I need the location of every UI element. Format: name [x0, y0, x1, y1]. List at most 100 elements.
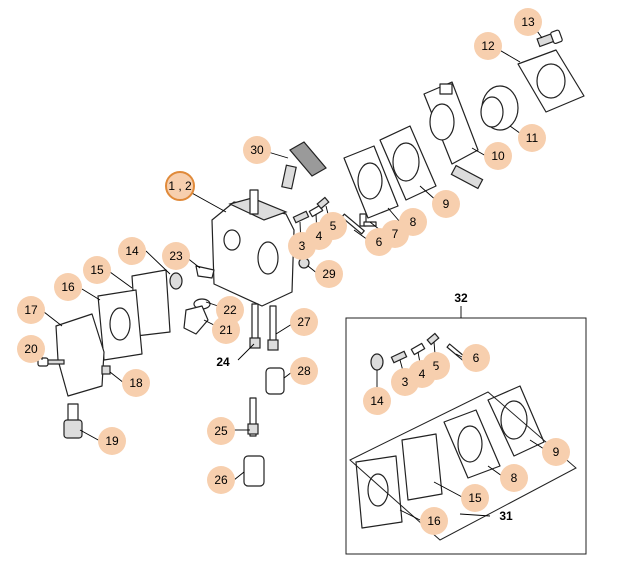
svg-text:27: 27 [297, 315, 311, 329]
kit-part-8-gasket [443, 409, 501, 479]
svg-text:3: 3 [299, 239, 306, 253]
svg-text:1 , 2: 1 , 2 [168, 179, 192, 193]
kit-callout-6: 6 [462, 344, 490, 372]
kit-part-16-gasket [355, 455, 403, 529]
part-13-screw [536, 29, 563, 48]
callout-10: 10 [484, 142, 512, 170]
svg-text:15: 15 [90, 263, 104, 277]
callout-16: 16 [54, 273, 82, 301]
part-19-fitting [63, 403, 83, 439]
svg-text:5: 5 [433, 359, 440, 373]
part-27-needle [267, 305, 279, 351]
part-3-spring [292, 210, 310, 224]
svg-text:28: 28 [297, 364, 311, 378]
callout-28: 28 [290, 357, 318, 385]
callout-15: 15 [83, 256, 111, 284]
part-18-cap [101, 365, 111, 375]
svg-text:18: 18 [129, 376, 143, 390]
kit-31-frame [349, 391, 577, 541]
svg-text:26: 26 [214, 473, 228, 487]
kit-callout-14: 14 [363, 387, 391, 415]
kit-part-3-spring [390, 350, 408, 364]
callout-9: 9 [432, 190, 460, 218]
svg-text:23: 23 [169, 249, 183, 263]
svg-text:12: 12 [481, 39, 495, 53]
svg-text:22: 22 [223, 303, 237, 317]
svg-text:11: 11 [526, 131, 539, 145]
svg-text:9: 9 [553, 445, 560, 459]
part-9-diaphragm [379, 125, 437, 201]
callout-24: 24 [216, 355, 230, 369]
svg-text:16: 16 [61, 280, 75, 294]
part-23-clip [195, 265, 215, 279]
callout-1-2: 1 , 2 [165, 171, 195, 201]
callout-17: 17 [17, 296, 45, 324]
kit-callout-3: 3 [391, 368, 419, 396]
part-16-gasket [97, 289, 143, 361]
callout-21: 21 [212, 316, 240, 344]
svg-text:8: 8 [511, 471, 518, 485]
callout-32: 32 [454, 291, 468, 305]
kit-part-5-lever [426, 332, 440, 346]
callout-20: 20 [17, 335, 45, 363]
svg-text:14: 14 [370, 394, 384, 408]
svg-text:32: 32 [454, 291, 468, 305]
kit-part-14-screen [370, 353, 384, 371]
callout-12: 12 [474, 32, 502, 60]
callout-19: 19 [98, 427, 126, 455]
callout-27: 27 [290, 308, 318, 336]
part-21-valve [183, 305, 209, 335]
part-6-pin [341, 213, 365, 235]
part-30-lever [281, 141, 327, 190]
svg-text:29: 29 [322, 267, 336, 281]
svg-text:31: 31 [499, 509, 513, 523]
svg-text:24: 24 [216, 355, 230, 369]
part-28-housing [265, 367, 285, 395]
callout-11: 11 [518, 124, 546, 152]
callout-26: 26 [207, 466, 235, 494]
svg-text:10: 10 [491, 149, 505, 163]
svg-text:9: 9 [443, 197, 450, 211]
svg-text:19: 19 [105, 434, 119, 448]
callout-13: 13 [514, 8, 542, 36]
svg-text:15: 15 [468, 491, 482, 505]
svg-text:6: 6 [376, 235, 383, 249]
svg-text:6: 6 [473, 351, 480, 365]
svg-text:4: 4 [316, 229, 323, 243]
part-20-screw [37, 357, 65, 367]
callout-23: 23 [162, 242, 190, 270]
callout-6: 6 [365, 228, 393, 256]
kit-callout-16: 16 [420, 507, 448, 535]
svg-text:30: 30 [250, 143, 264, 157]
part-5-lever [316, 196, 330, 210]
part-24-needle [249, 303, 261, 349]
kit-part-9-diaphragm [487, 385, 545, 457]
svg-text:8: 8 [410, 215, 417, 229]
part-25-needle [247, 397, 259, 437]
part-26-housing [243, 455, 265, 487]
part-11-ring [480, 85, 519, 131]
part-14-screen [169, 272, 183, 290]
svg-text:14: 14 [125, 244, 139, 258]
leader-lines [41, 27, 545, 521]
kit-callout-9: 9 [542, 438, 570, 466]
callout-29: 29 [315, 260, 343, 288]
svg-text:4: 4 [419, 367, 426, 381]
part-1-2-carburetor-body [211, 189, 295, 307]
part-10-pump-housing [423, 81, 484, 190]
svg-text:5: 5 [330, 219, 337, 233]
part-8-gasket [343, 145, 399, 219]
kit-callout-31: 31 [499, 509, 513, 523]
callout-3: 3 [288, 232, 316, 260]
kit-part-15-plate [401, 433, 443, 501]
svg-text:20: 20 [24, 342, 38, 356]
kit-callout-15: 15 [461, 484, 489, 512]
svg-text:21: 21 [219, 323, 233, 337]
callout-25: 25 [207, 417, 235, 445]
svg-text:7: 7 [392, 227, 399, 241]
svg-text:25: 25 [214, 424, 228, 438]
kit-callout-8: 8 [500, 464, 528, 492]
kit-32-frame [345, 317, 587, 555]
svg-text:3: 3 [402, 375, 409, 389]
